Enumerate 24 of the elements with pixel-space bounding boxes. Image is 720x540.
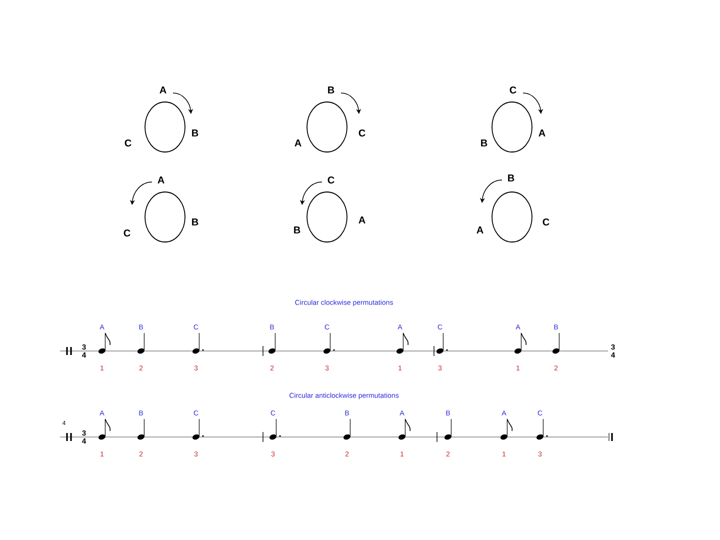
letter-label: B: [294, 226, 300, 234]
ring-shape: [144, 192, 186, 242]
letter-label: C: [328, 176, 334, 184]
letter-label: A: [538, 130, 546, 136]
letter-label: B: [481, 140, 488, 146]
ring-shape: [492, 102, 532, 152]
letter-label: A: [160, 86, 166, 94]
ring-shape: [306, 102, 348, 152]
letter-label: C: [124, 139, 132, 147]
letter-label: C: [358, 129, 366, 137]
letter-label: C: [124, 229, 130, 237]
letter-label: B: [328, 86, 334, 94]
letter-label: A: [294, 140, 302, 146]
letter-label: B: [508, 174, 514, 182]
letter-label: A: [158, 176, 164, 184]
ring-shape: [306, 192, 348, 242]
ring-shape: [492, 192, 532, 242]
letter-label: C: [510, 86, 516, 94]
letter-label: A: [476, 226, 484, 234]
letter-label: A: [358, 216, 366, 224]
letter-label: B: [192, 218, 198, 226]
letter-label: B: [192, 130, 198, 136]
letter-label: C: [542, 218, 550, 226]
ring-shape: [144, 102, 186, 152]
